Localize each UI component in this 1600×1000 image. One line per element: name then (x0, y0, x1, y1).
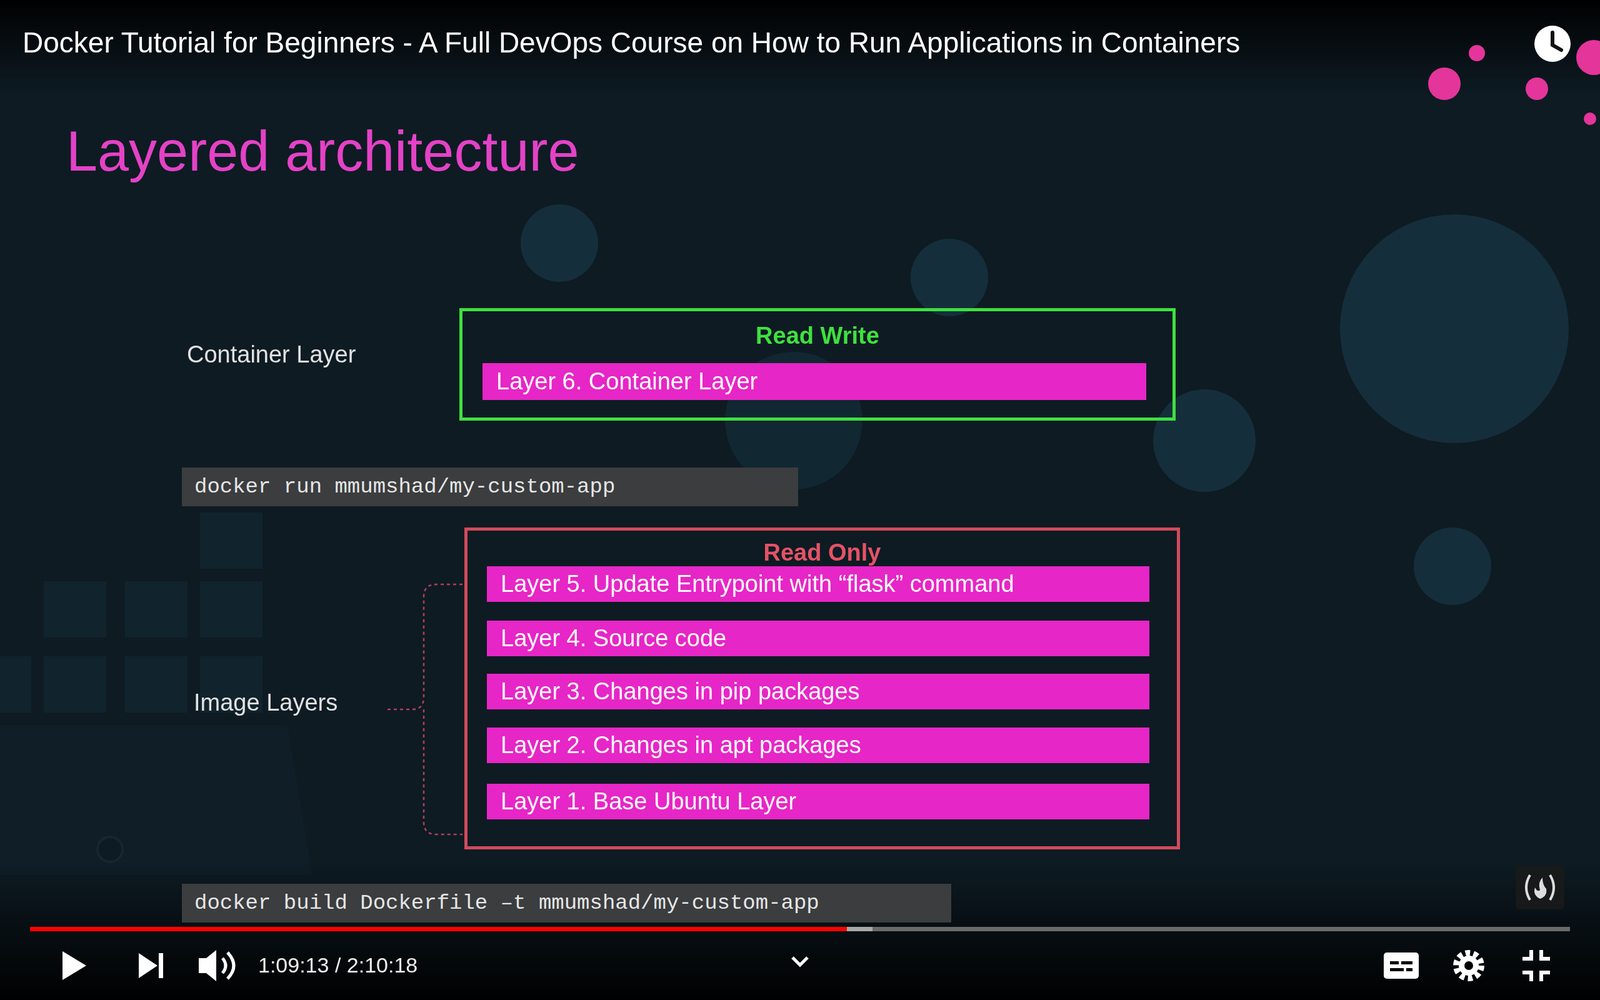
command-text: docker run mmumshad/my-custom-app (194, 475, 615, 499)
read-write-box: Read WriteLayer 6. Container Layer (459, 308, 1176, 421)
command-box: docker run mmumshad/my-custom-app (181, 467, 799, 507)
box-heading: Read Write (462, 311, 1173, 350)
layer-bar: Layer 4. Source code (486, 620, 1150, 657)
video-title: Docker Tutorial for Beginners - A Full D… (22, 25, 1240, 60)
command-text: docker build Dockerfile –t mmumshad/my-c… (194, 891, 820, 915)
layer-text: Layer 1. Base Ubuntu Layer (500, 788, 797, 815)
time-display: 1:09:13 / 2:10:18 (258, 952, 418, 979)
layer-text: Layer 3. Changes in pip packages (500, 678, 860, 705)
layer-text: Layer 5. Update Entrypoint with “flask” … (500, 570, 1015, 598)
box-heading: Read Only (467, 530, 1177, 567)
layer-bar: Layer 6. Container Layer (482, 363, 1147, 400)
layer-bar: Layer 3. Changes in pip packages (486, 673, 1150, 710)
layer-bar: Layer 1. Base Ubuntu Layer (486, 783, 1150, 820)
layer-text: Layer 2. Changes in apt packages (500, 731, 862, 759)
command-box: docker build Dockerfile –t mmumshad/my-c… (181, 883, 952, 923)
slide-title: Layered architecture (66, 117, 579, 185)
section-label: Image Layers (193, 688, 338, 718)
layer-text: Layer 6. Container Layer (496, 368, 758, 395)
layer-bar: Layer 2. Changes in apt packages (486, 727, 1150, 764)
read-only-box: Read OnlyLayer 5. Update Entrypoint with… (464, 527, 1180, 850)
layer-bar: Layer 5. Update Entrypoint with “flask” … (486, 566, 1150, 602)
layer-text: Layer 4. Source code (500, 625, 727, 652)
section-label: Container Layer (186, 340, 356, 370)
